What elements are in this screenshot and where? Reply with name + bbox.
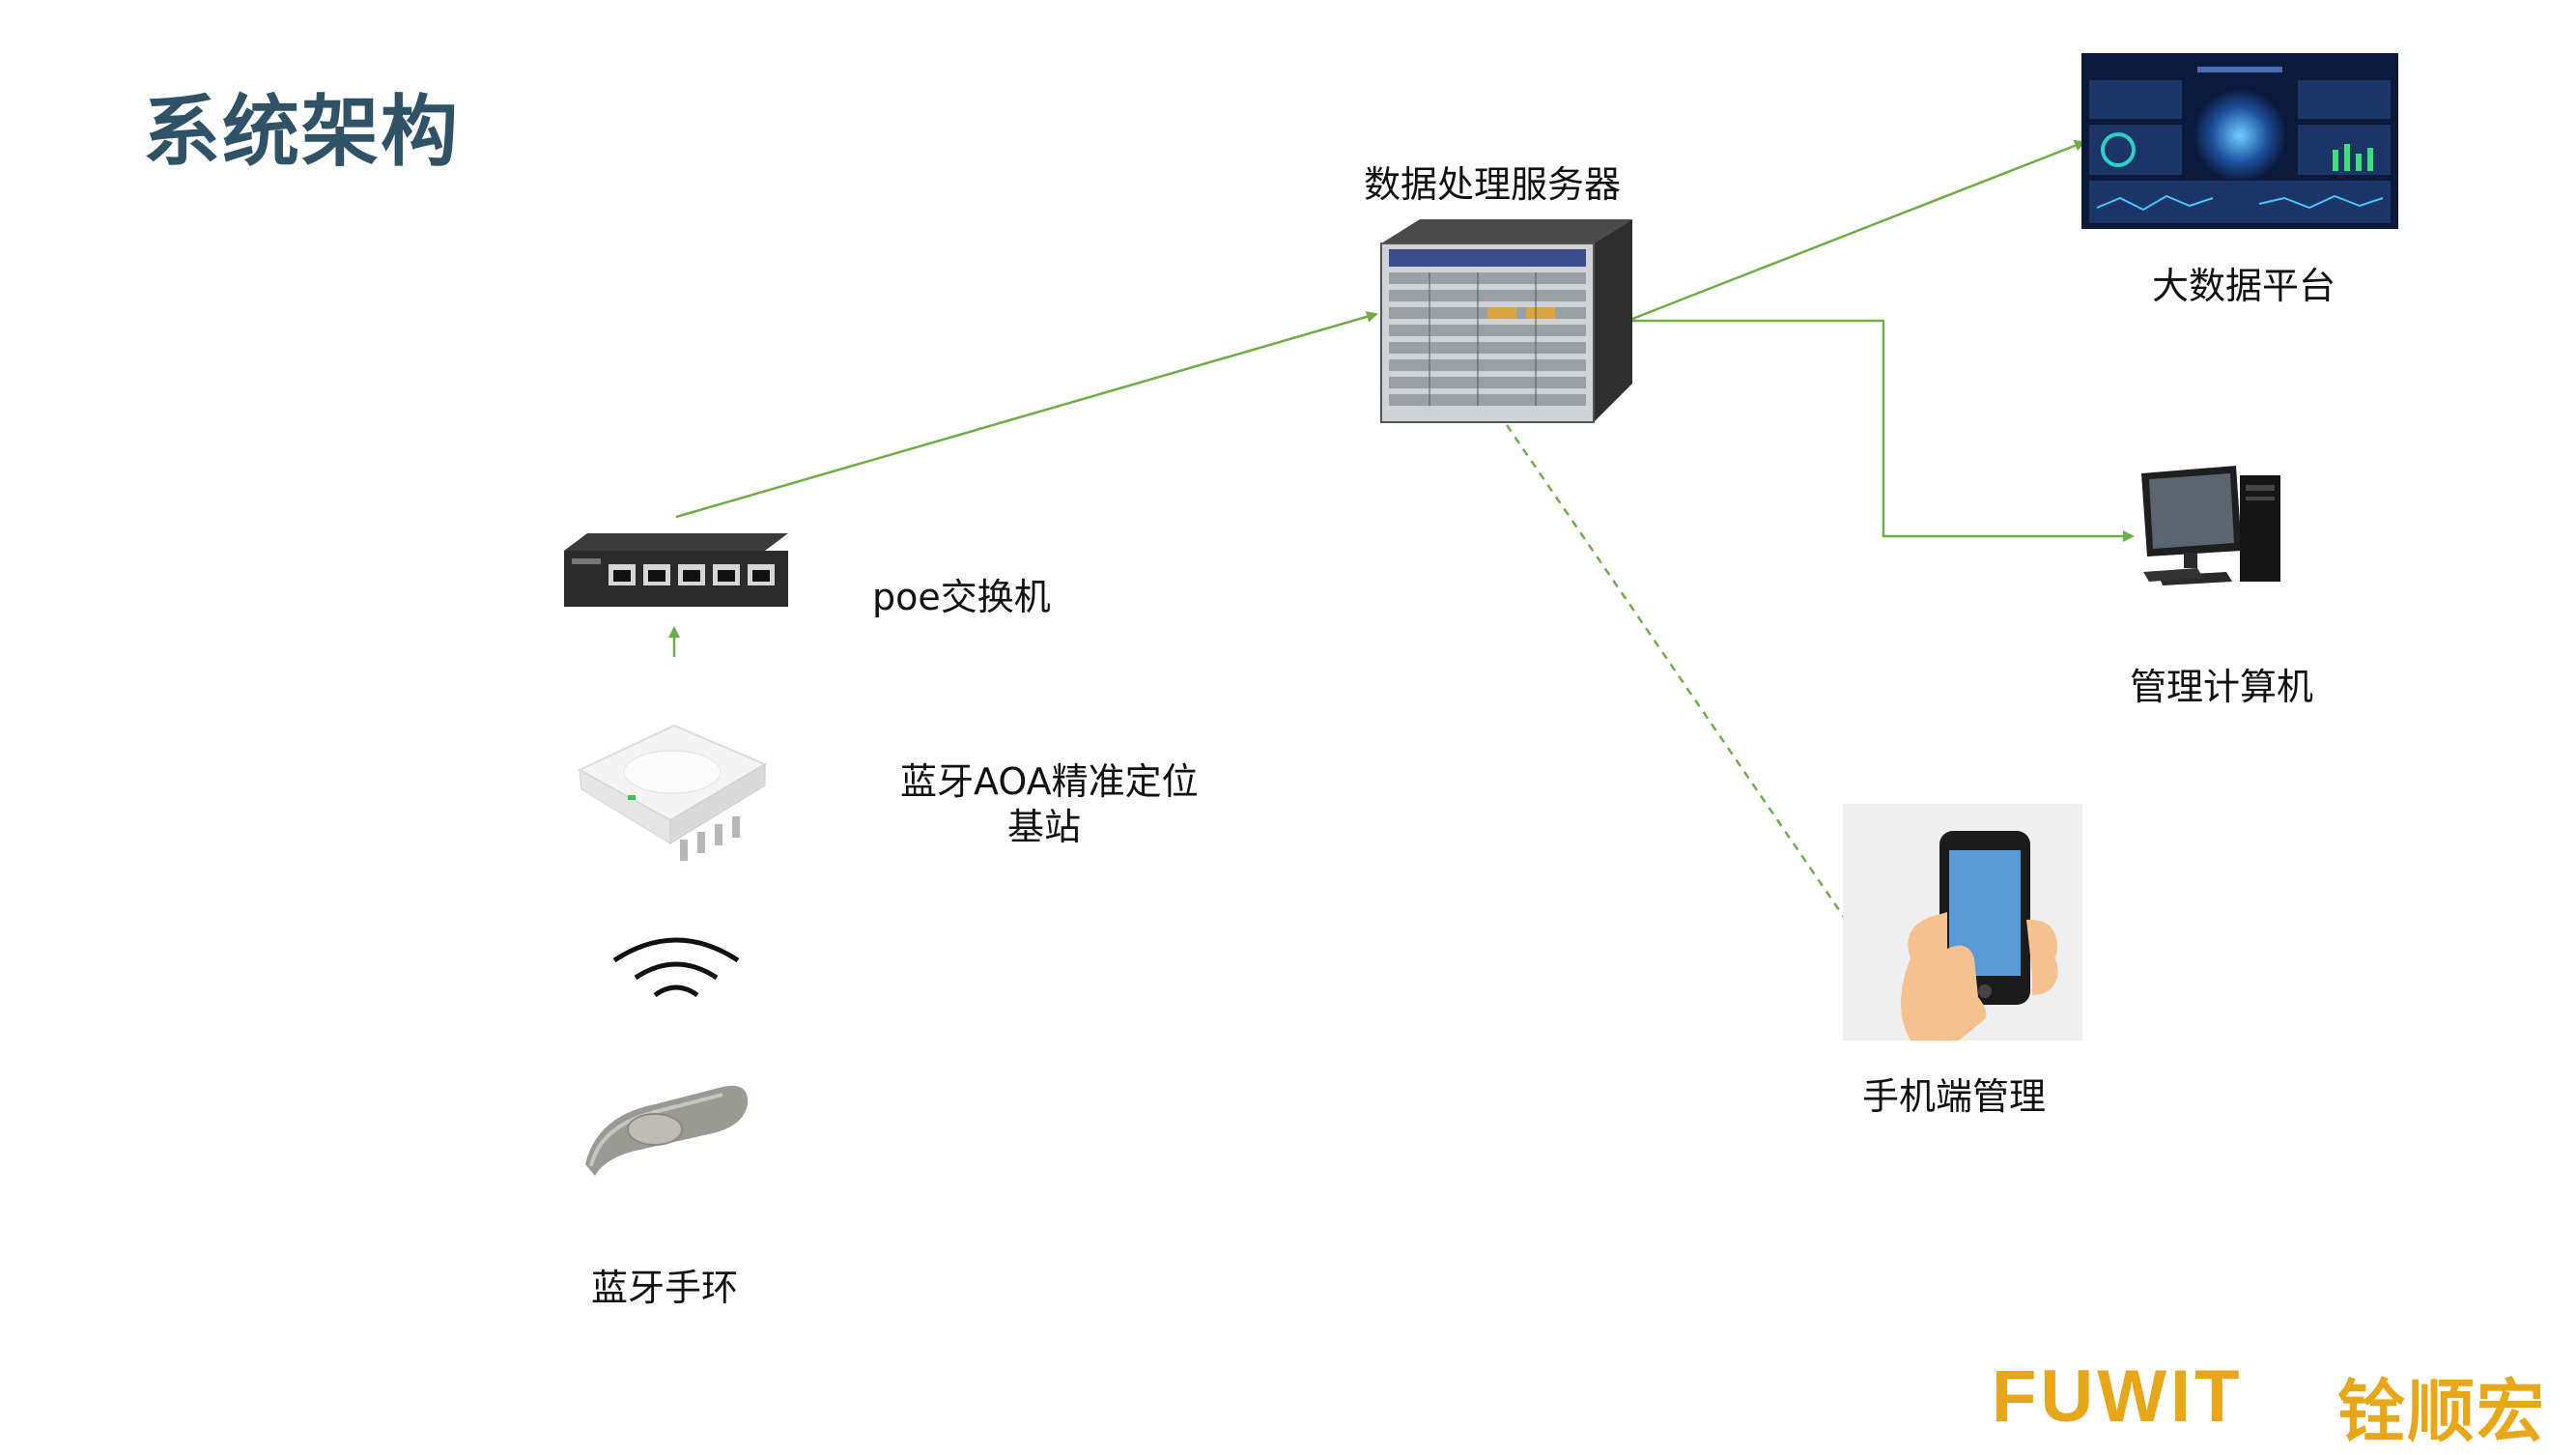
page-title: 系统架构 <box>143 87 460 177</box>
wifi-signal-icon <box>612 937 740 998</box>
switch-label: poe交换机 <box>872 576 1051 618</box>
arrow-switch-to-server <box>675 311 1378 519</box>
base-station-label-line1: 蓝牙AOA精准定位 <box>900 760 1199 803</box>
bracelet-icon <box>585 1085 749 1176</box>
dashboard-icon <box>2081 53 2398 229</box>
arrow-server-to-bigdata <box>1631 140 2086 321</box>
pc-label: 管理计算机 <box>2130 666 2314 708</box>
bigdata-label: 大数据平台 <box>2152 265 2336 307</box>
computer-icon <box>2141 466 2280 585</box>
mobile-label: 手机端管理 <box>1862 1075 2047 1118</box>
logo-chinese: 铨顺宏 <box>2337 1372 2546 1451</box>
base-station-icon <box>577 724 768 861</box>
server-rack-icon <box>1380 219 1632 423</box>
arrow-server-to-pc <box>1632 319 2135 542</box>
switch-icon <box>564 533 788 607</box>
server-label: 数据处理服务器 <box>1364 163 1622 206</box>
mobile-phone-icon <box>1843 804 2082 1041</box>
logo-latin: FUWIT <box>1992 1355 2244 1438</box>
link-server-to-mobile <box>1505 424 1850 924</box>
base-station-label-line2: 基站 <box>1007 806 1082 848</box>
bracelet-label: 蓝牙手环 <box>591 1267 739 1309</box>
